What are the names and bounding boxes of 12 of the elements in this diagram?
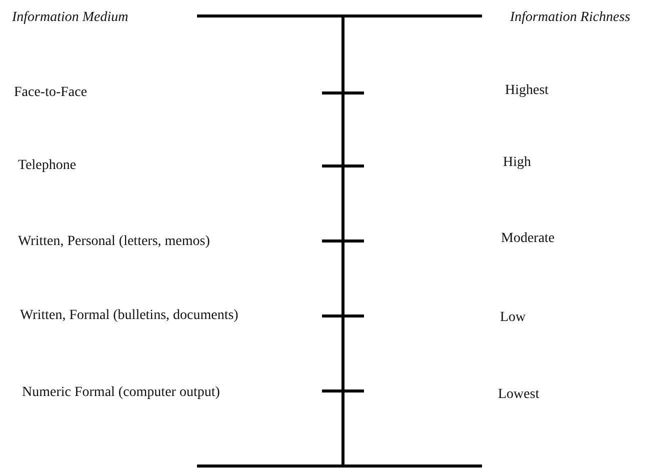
medium-label: Telephone <box>18 158 76 174</box>
medium-label: Face-to-Face <box>14 85 88 101</box>
column-heading: Information Richness <box>510 10 630 26</box>
richness-label: Moderate <box>501 231 555 247</box>
column-heading: Information Medium <box>12 10 128 26</box>
richness-label: High <box>503 155 531 171</box>
richness-label: Lowest <box>498 387 540 403</box>
medium-label: Written, Formal (bulletins, documents) <box>20 308 238 324</box>
medium-label: Written, Personal (letters, memos) <box>18 234 210 250</box>
medium-label: Numeric Formal (computer output) <box>22 385 220 401</box>
richness-label: Highest <box>505 83 549 99</box>
richness-label: Low <box>500 310 526 326</box>
